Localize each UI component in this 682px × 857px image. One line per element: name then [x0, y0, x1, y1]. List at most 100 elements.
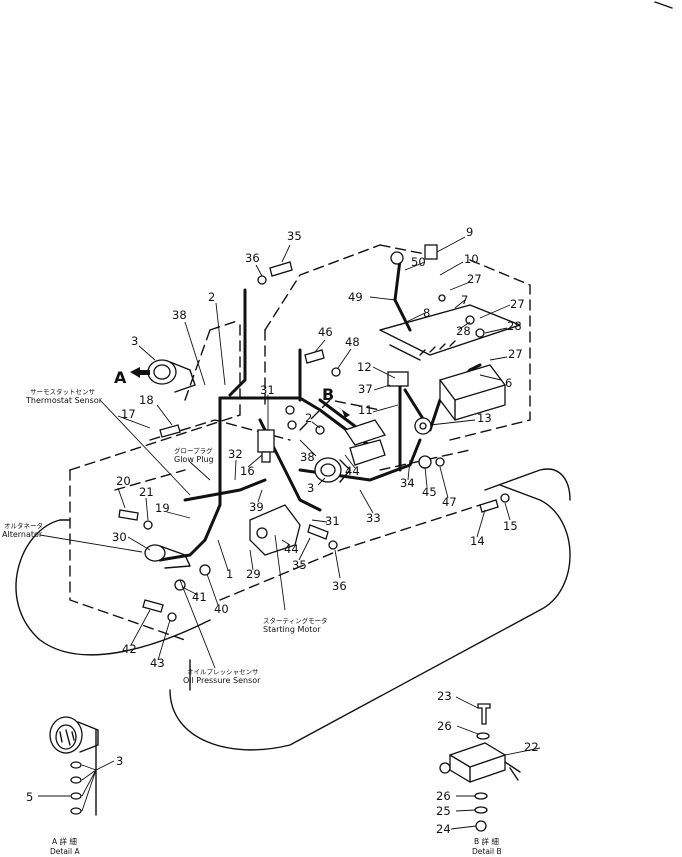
main-harness [158, 258, 482, 562]
detail-a-washers-icon [70, 761, 82, 815]
callout-20: 20 [116, 474, 131, 488]
glow-plug-label-jp: グロープラグ [174, 446, 213, 455]
callout-27: 27 [508, 347, 523, 361]
callout-23: 23 [437, 689, 452, 703]
callout-2: 2 [305, 411, 312, 425]
callout-26: 26 [436, 789, 451, 803]
callout-8: 8 [423, 306, 430, 320]
callout-47: 47 [442, 495, 457, 509]
callout-32: 32 [228, 447, 243, 461]
components [118, 244, 521, 622]
arrow-a-icon [130, 367, 150, 378]
callout-3: 3 [131, 334, 138, 348]
callout-28: 28 [456, 324, 471, 338]
alternator-icon [144, 544, 191, 569]
corner-mark-icon [654, 1, 673, 9]
callout-50: 50 [411, 255, 426, 269]
connector-12-icon [387, 371, 409, 387]
starting-motor-label-jp: スターティングモータ [263, 616, 328, 625]
callout-19: 19 [155, 501, 170, 515]
callout-31: 31 [325, 514, 340, 528]
callout-31: 31 [260, 383, 275, 397]
callout-35: 35 [287, 229, 302, 243]
oil-pressure-label-jp: オイルプレッシャセンサ [187, 668, 259, 676]
callout-18: 18 [139, 393, 154, 407]
callout-34: 34 [400, 476, 415, 490]
callout-26: 26 [437, 719, 452, 733]
callout-7: 7 [461, 293, 468, 307]
annotations: サーモスタットセンサ Thermostat Sensor グロープラグ Glow… [2, 387, 502, 856]
callout-30: 30 [112, 530, 127, 544]
callout-44: 44 [284, 542, 299, 556]
callout-12: 12 [357, 360, 372, 374]
starting-motor-label-en: Starting Motor [263, 625, 321, 634]
detail-b-label-jp: B 詳 細 [474, 836, 499, 846]
callout-22: 22 [524, 740, 539, 754]
callout-48: 48 [345, 335, 360, 349]
battery-tray-icon [379, 304, 521, 361]
thermostat-label-en: Thermostat Sensor [25, 396, 103, 405]
callout-38: 38 [300, 450, 315, 464]
callout-39: 39 [249, 500, 264, 514]
connector-b-icon [343, 419, 387, 466]
alternator-label-jp: オルタネータ [4, 521, 43, 530]
thermostat-label-jp: サーモスタットセンサ [30, 387, 95, 396]
callout-35: 35 [292, 558, 307, 572]
callout-17: 17 [121, 407, 136, 421]
detail-b-bolt-icon [477, 703, 491, 725]
track-outline [15, 468, 571, 751]
callout-2: 2 [208, 290, 215, 304]
callout-11: 11 [358, 403, 373, 417]
callout-15: 15 [503, 519, 518, 533]
callout-27: 27 [510, 297, 525, 311]
horn-a-icon [147, 359, 196, 393]
callout-3: 3 [116, 754, 123, 768]
leader-lines [39, 236, 511, 669]
callout-36: 36 [332, 579, 347, 593]
callout-6: 6 [505, 376, 512, 390]
arrow-a-label: A [114, 368, 127, 387]
ground-13-icon [414, 417, 432, 435]
detail-a-horn-icon [49, 716, 99, 754]
arrow-b-label: B [322, 385, 334, 404]
callout-46: 46 [318, 325, 333, 339]
callout-24: 24 [436, 822, 451, 836]
callout-1: 1 [226, 567, 233, 581]
callout-9: 9 [466, 225, 473, 239]
callout-33: 33 [366, 511, 381, 525]
callout-41: 41 [192, 590, 207, 604]
callout-29: 29 [246, 567, 261, 581]
callout-14: 14 [470, 534, 485, 548]
oil-pressure-label-en: Oil Pressure Sensor [183, 676, 261, 685]
callout-40: 40 [214, 602, 229, 616]
callout-43: 43 [150, 656, 165, 670]
callout-13: 13 [477, 411, 492, 425]
callout-numbers: 9 50 10 27 27 27 28 7 28 8 49 36 35 2 38… [26, 225, 539, 836]
detail-b-label-en: Detail B [472, 847, 502, 856]
callout-49: 49 [348, 290, 363, 304]
battery-relay-icon [439, 364, 506, 421]
callout-25: 25 [436, 804, 451, 818]
callout-36: 36 [245, 251, 260, 265]
callout-38: 38 [172, 308, 187, 322]
callout-21: 21 [139, 485, 154, 499]
alternator-label-en: Alternator [2, 530, 43, 539]
callout-44: 44 [345, 464, 360, 478]
callout-42: 42 [122, 642, 137, 656]
callout-16: 16 [240, 464, 255, 478]
detail-b-switch-icon [439, 742, 521, 783]
starting-motor-icon [249, 504, 301, 556]
arrow-b-icon [335, 405, 350, 418]
detail-b-washer-icon [476, 732, 490, 740]
glow-plug-label-en: Glow Plug [174, 455, 214, 464]
detail-a [38, 716, 115, 816]
detail-b [439, 696, 541, 832]
callout-5: 5 [26, 790, 33, 804]
horn-b-icon [314, 457, 351, 483]
callout-10: 10 [464, 252, 479, 266]
glow-plug-icon [257, 429, 275, 463]
detail-a-label-en: Detail A [50, 847, 80, 856]
bolt-icons [118, 244, 510, 622]
detail-a-label-jp: A 詳 細 [52, 836, 77, 846]
